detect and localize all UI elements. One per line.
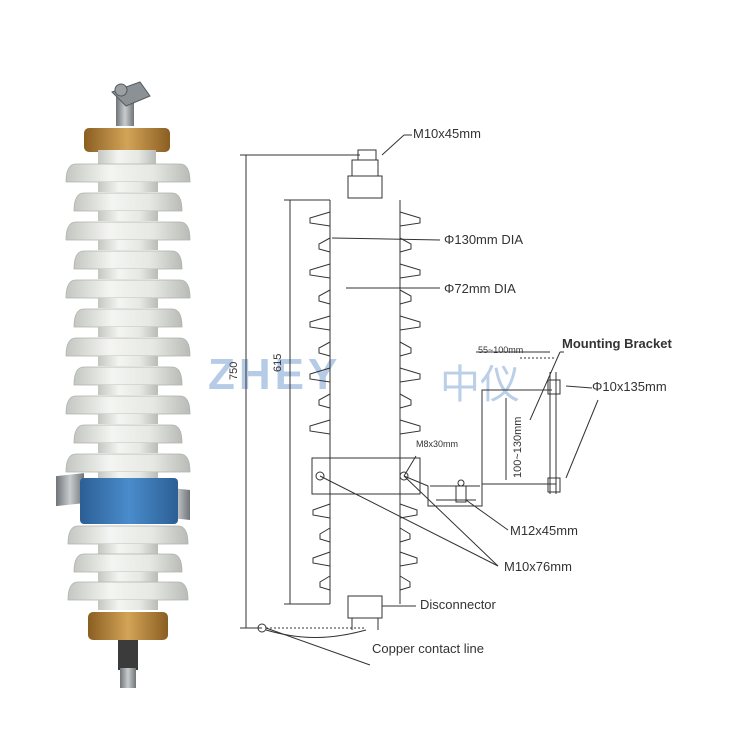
upper-sheds [65, 163, 191, 482]
label-diameter-10x135: Φ10x135mm [592, 379, 667, 394]
bottom-terminal [118, 640, 138, 670]
label-dimension-750: 750 [228, 361, 240, 380]
watermark-latin: ZHEY [208, 350, 342, 399]
watermark-chinese: 中仪 [440, 362, 520, 408]
top-terminal [111, 81, 151, 126]
label-diameter-72: Φ72mm DIA [444, 281, 516, 296]
label-mounting-bracket: Mounting Bracket [562, 336, 672, 351]
label-disconnector: Disconnector [420, 597, 496, 612]
label-diameter-130: Φ130mm DIA [444, 232, 524, 247]
label-m10x76: M10x76mm [504, 559, 572, 574]
label-dimension-615: 615 [272, 353, 284, 372]
lower-sheds [67, 525, 189, 610]
label-range-55-100: 55~100mm [478, 345, 524, 355]
label-m12x45: M12x45mm [510, 523, 578, 538]
mounting-clamp [56, 473, 190, 524]
label-m8x30: M8x30mm [416, 439, 459, 449]
bottom-cap [88, 612, 168, 640]
top-cap [84, 128, 170, 152]
label-m10x45: M10x45mm [413, 126, 481, 141]
label-range-100-130: 100~130mm [512, 416, 524, 478]
label-copper-contact-line: Copper contact line [372, 641, 485, 656]
